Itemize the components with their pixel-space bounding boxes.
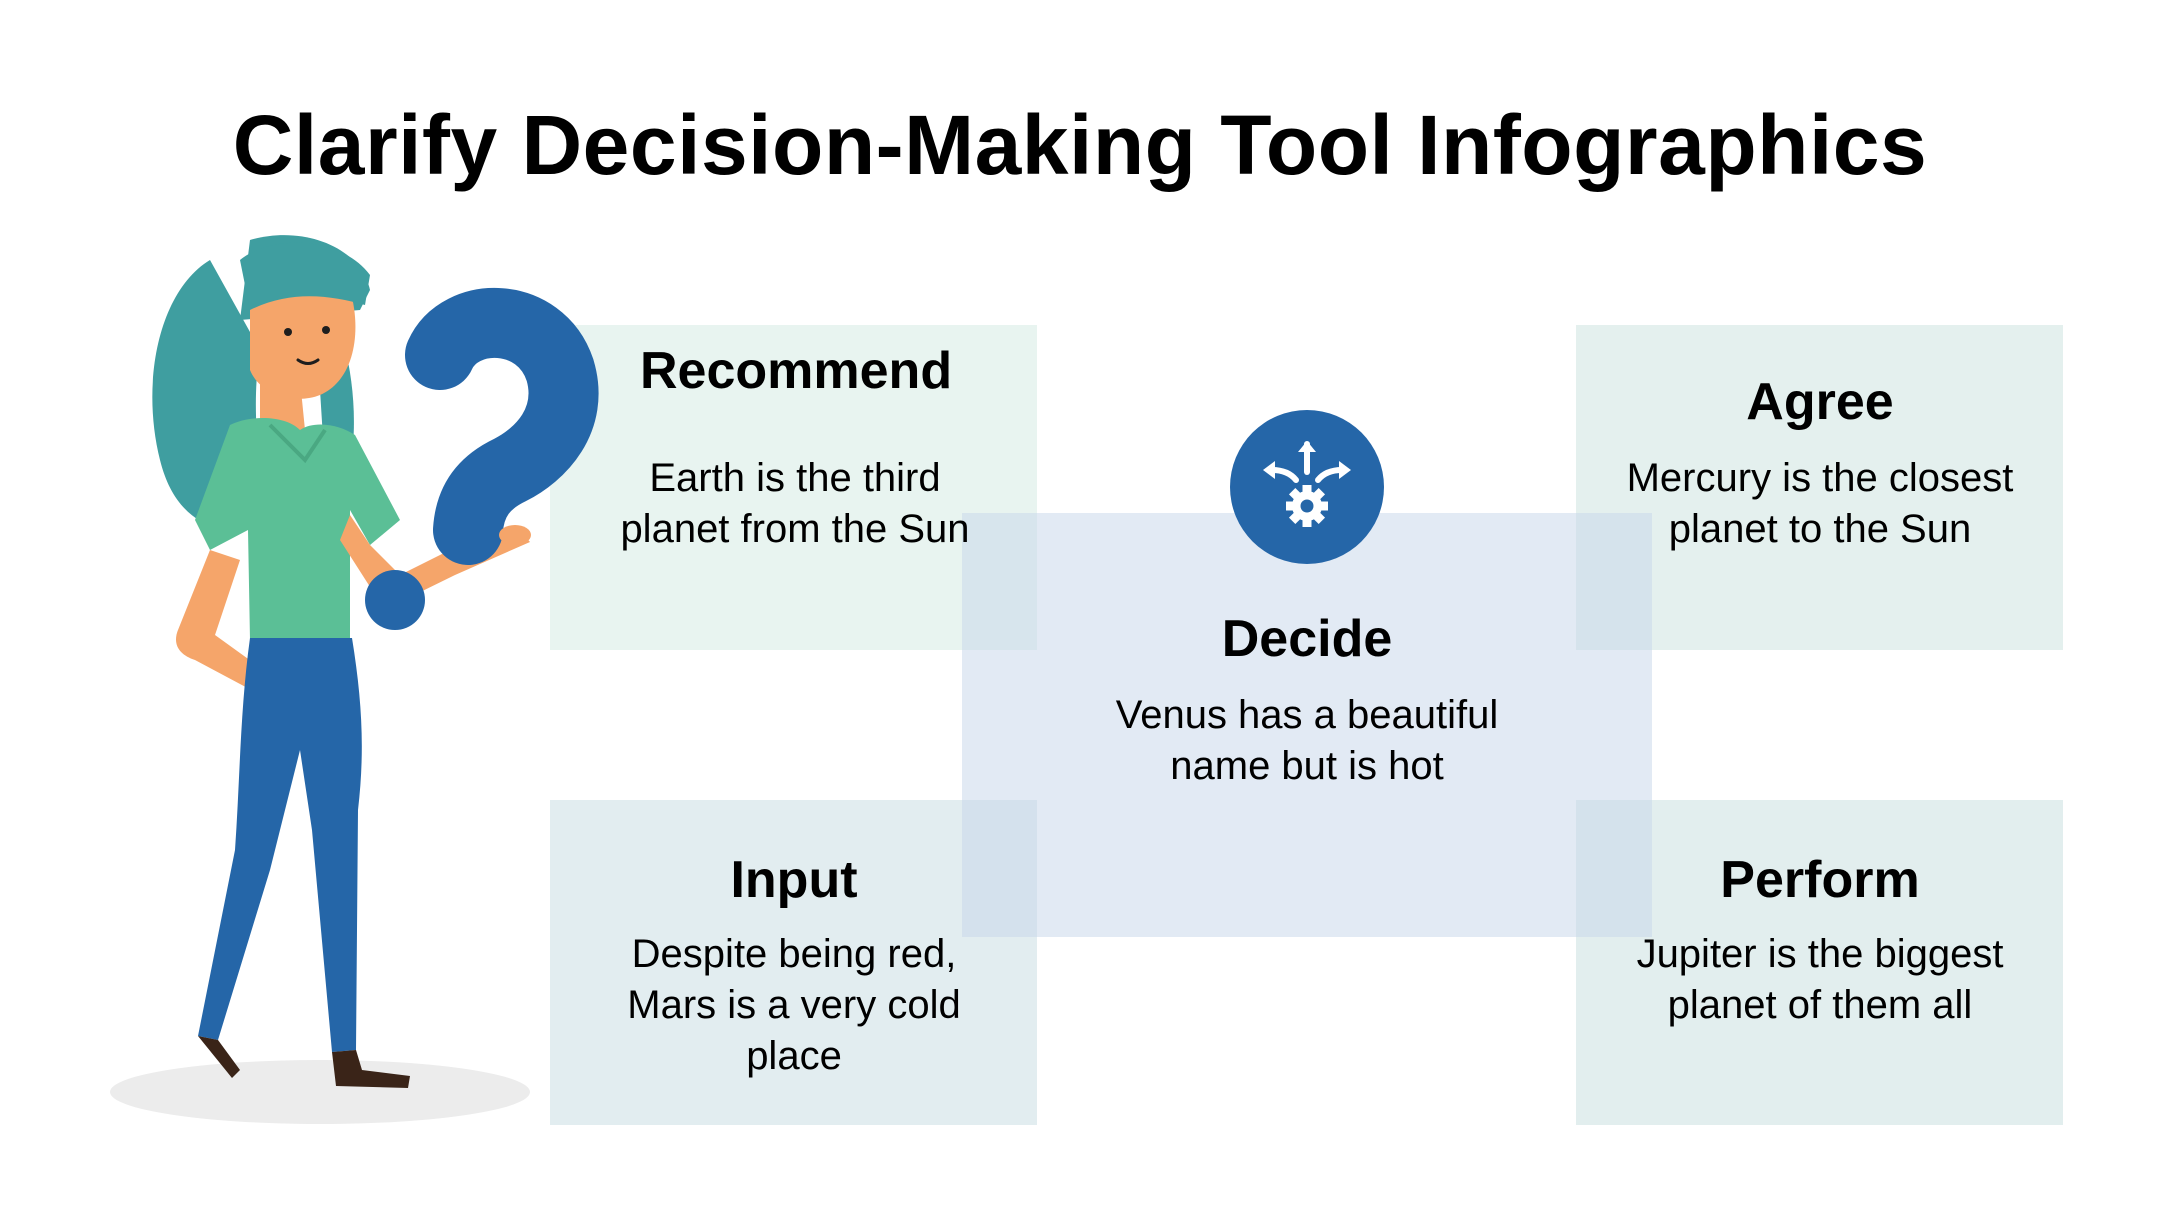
perform-heading: Perform (1720, 851, 1920, 909)
perform-text: Jupiter is the biggest planet of them al… (1636, 932, 2004, 1027)
perform-box (1576, 800, 2063, 1125)
slide-title: Clarify Decision-Making Tool Infographic… (232, 98, 1928, 192)
decide-heading: Decide (1221, 610, 1393, 668)
agree-box (1576, 325, 2063, 650)
woman-question-mark-illustration (110, 235, 599, 1124)
decision-arrows-gear-icon (1230, 410, 1384, 564)
decide-box (962, 513, 1652, 937)
agree-text: Mercury is the closest planet to the Sun (1626, 456, 2014, 551)
question-mark-dot (365, 570, 425, 630)
agree-heading: Agree (1746, 373, 1894, 431)
input-text: Despite being red, Mars is a very cold p… (627, 932, 961, 1078)
decide-text: Venus has a beautiful name but is hot (1115, 693, 1499, 788)
recommend-text: Earth is the third planet from the Sun (620, 456, 970, 551)
recommend-heading: Recommend (640, 342, 953, 400)
recommend-box (550, 325, 1037, 650)
ground-shadow (110, 1060, 530, 1124)
input-heading: Input (730, 851, 858, 909)
question-mark-hook (405, 288, 599, 565)
input-box (550, 800, 1037, 1125)
